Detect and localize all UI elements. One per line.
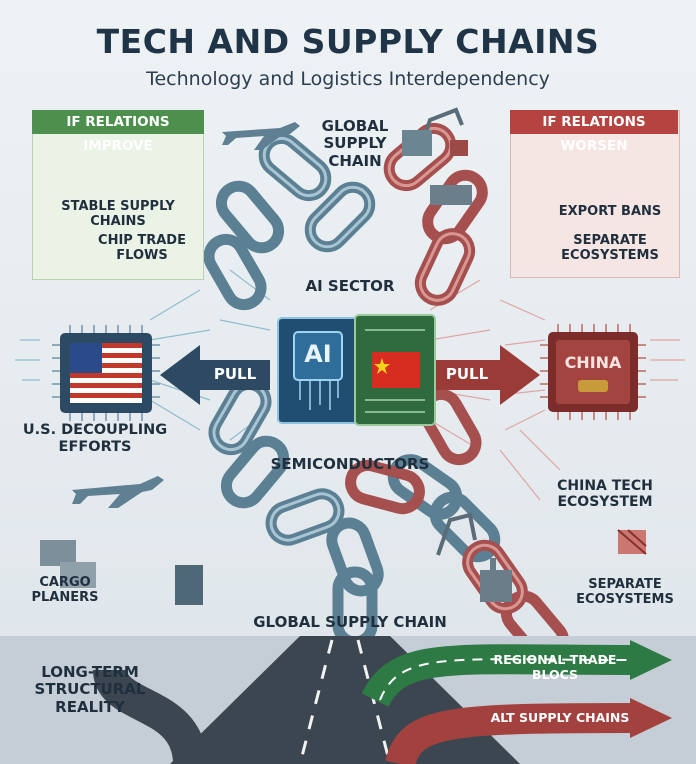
china-chip-icon [540,324,646,420]
pull-arrow-right [430,345,540,405]
ai-chip-label: AI [304,340,332,368]
regional-trade-blocs-label: REGIONAL TRADE BLOCS [493,652,617,682]
page-title: TECH AND SUPPLY CHAINS [96,22,600,61]
relations-improve-heading: IF RELATIONS IMPROVE [32,110,204,154]
factory-icon [480,558,512,602]
cargo-planers-label: CARGO PLANERS [31,575,99,605]
stable-supply-chains-label: STABLE SUPPLY CHAINS [61,199,175,229]
relations-worsen-panel [510,110,680,278]
separate-ecosystems-bottom-label: SEPARATE ECOSYSTEMS [576,577,674,607]
alt-supply-chains-label: ALT SUPPLY CHAINS [490,710,630,725]
semiconductors-label: SEMICONDUCTORS [270,455,430,473]
global-supply-chain-top-label: GLOBAL SUPPLY CHAIN [321,117,389,170]
chain-blue [203,132,501,648]
ai-sector-label: AI SECTOR [305,277,395,295]
container-icon [40,130,472,605]
pull-right-label: PULL [445,365,489,383]
airplane-icon [72,122,300,508]
export-bans-label: EXPORT BANS [558,204,662,219]
china-tech-ecosystem-label: CHINA TECH ECOSYSTEM [557,478,653,511]
road-graphic [0,636,696,764]
pull-left-label: PULL [213,365,257,383]
ai-chip-icon [277,317,359,424]
us-flag-chip-icon [52,325,160,421]
chip-trade-flows-label: CHIP TRADE FLOWS [98,233,186,263]
ecosystem-icon [617,529,647,555]
pull-arrow-left [160,345,270,405]
separate-ecosystems-label: SEPARATE ECOSYSTEMS [561,233,659,263]
long-term-reality-label: LONG-TERM STRUCTURAL REALITY [34,663,146,716]
global-supply-chain-bottom-label: GLOBAL SUPPLY CHAIN [253,613,447,631]
china-chip-label: CHINA [564,353,622,372]
relations-improve-panel [32,110,204,280]
china-flag-chip-icon [354,314,436,426]
us-decoupling-label: U.S. DECOUPLING EFFORTS [22,422,168,455]
page-subtitle: Technology and Logistics Interdependency [146,68,550,90]
relations-worsen-heading: IF RELATIONS WORSEN [510,110,678,154]
